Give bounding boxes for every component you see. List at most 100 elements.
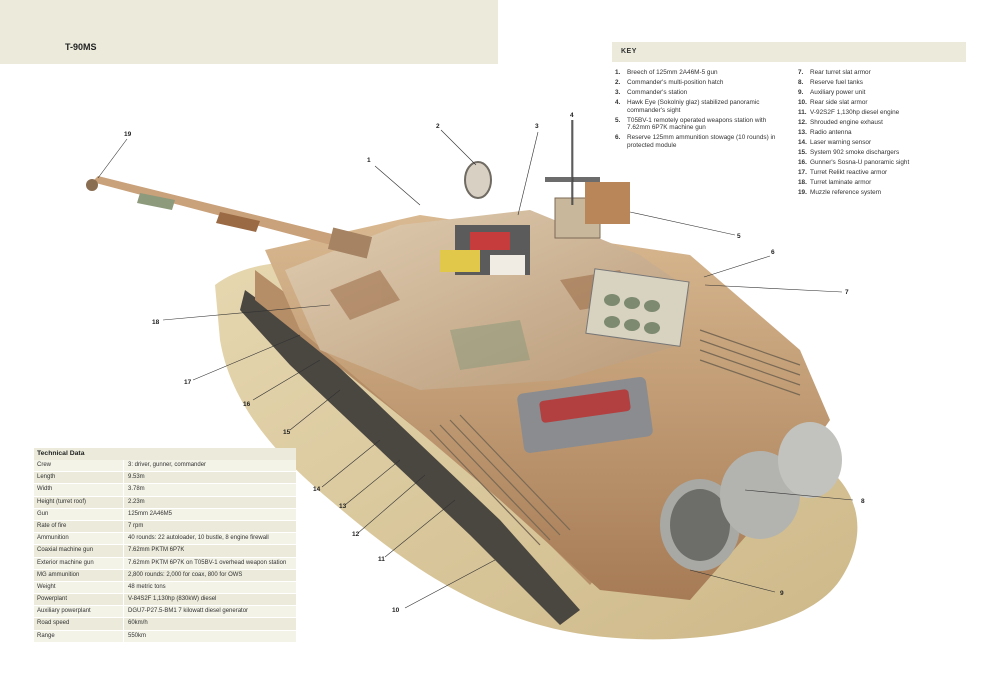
callout-13: 13: [339, 503, 347, 510]
key-item-number: 18.: [798, 178, 807, 186]
key-item-text: Gunner's Sosna-U panoramic sight: [810, 158, 910, 166]
track-left: [240, 290, 580, 625]
table-row: Gun 125mm 2A46M5: [34, 508, 296, 521]
key-item-number: 15.: [798, 148, 807, 156]
row-value: 2,800 rounds: 2,000 for coax, 800 for OW…: [128, 571, 243, 578]
row-value: 3: driver, gunner, commander: [128, 462, 207, 468]
key-item-text: Rear side slat armor: [810, 98, 868, 106]
key-item-text: System 902 smoke dischargers: [810, 148, 900, 156]
key-item-text: Commander's station: [627, 88, 688, 96]
table-row: Rate of fire 7 rpm: [34, 520, 296, 534]
key-item-text: Reserve fuel tanks: [810, 78, 863, 86]
row-label: Road speed: [34, 618, 124, 630]
row-value: 550km: [128, 632, 147, 639]
table-row: Road speed 60km/h: [34, 618, 296, 631]
callout-11: 11: [378, 556, 385, 563]
key-item-number: 19.: [798, 188, 807, 196]
callout-17: 17: [184, 379, 192, 386]
reserve-fuel-tanks: [660, 422, 842, 571]
row-label: MG ammunition: [34, 569, 124, 581]
callout-15: 15: [283, 429, 291, 436]
row-label: Gun: [34, 508, 124, 520]
callout-14: 14: [313, 486, 321, 493]
rear-slat-armor: [429, 329, 801, 546]
key-item: 4.Hawk Eye (Sokolniy glaz) stabilized pa…: [615, 99, 787, 114]
commander-hatch: [464, 161, 492, 199]
key-item-text: V-92S2F 1,130hp diesel engine: [810, 108, 900, 116]
key-item: 14.Laser warning sensor: [798, 139, 963, 147]
row-value: 125mm 2A46M5: [128, 510, 173, 517]
table-row: MG ammunition 2,800 rounds: 2,000 for coa…: [34, 569, 296, 582]
turret: [285, 210, 690, 390]
callout-9: 9: [780, 590, 784, 597]
key-item: 3. Commander's station: [615, 89, 787, 97]
weapon-station: [545, 120, 630, 239]
row-value: DGU7-P27.5-BM1 7 kilowatt diesel generat…: [128, 608, 249, 615]
engine-bay: [517, 377, 653, 453]
row-value: 3.78m: [128, 486, 145, 493]
main-gun: [86, 176, 373, 259]
key-item-text: Reserve 125mm ammunition stowage (10 rou…: [627, 134, 776, 149]
key-item-text: Rear turret slat armor: [810, 69, 871, 76]
row-value: 7.62mm PKTM 6P7K on T05BV-1 overhead wea…: [128, 559, 287, 566]
key-item: 18.Turret laminate armor: [798, 179, 963, 187]
table-row: Range 550km: [34, 630, 296, 643]
key-item: 17.Turret Relikt reactive armor: [798, 169, 963, 177]
row-value: 2.23m: [128, 498, 145, 505]
key-item: 15.System 902 smoke dischargers: [798, 149, 963, 157]
row-label: Rate of fire: [34, 520, 124, 533]
callout-18: 18: [152, 319, 160, 326]
callout-2: 2: [436, 123, 440, 130]
callout-7: 7: [845, 289, 849, 296]
row-label: Width: [34, 484, 124, 496]
key-item-number: 9.: [798, 88, 804, 96]
callout-3: 3: [535, 123, 539, 130]
key-panel: KEY 1.Breech of 125mm 2A46M-5 gun 2.Comm…: [612, 42, 966, 196]
table-row: Crew 3: driver, gunner, commander: [34, 460, 296, 473]
callout-8: 8: [861, 498, 865, 505]
crew-compartment: [440, 225, 530, 275]
callout-6: 6: [771, 249, 775, 256]
key-item-text: Laser warning sensor: [810, 138, 872, 146]
callout-1: 1: [367, 157, 371, 164]
key-item: 13.Radio antenna: [798, 129, 963, 137]
key-item: 10.Rear side slat armor: [798, 99, 963, 107]
row-value: 7.62mm PKTM 6P7K: [128, 547, 185, 554]
row-value: 60km/h: [128, 620, 148, 627]
table-row: Height (turret roof)2.23m: [34, 496, 296, 509]
key-item-number: 3.: [615, 88, 621, 96]
key-item-text: T05BV-1 remotely operated weapons statio…: [627, 116, 767, 132]
row-value: V-84S2F 1,130hp (830kW) diesel: [128, 596, 217, 603]
key-item-number: 12.: [798, 118, 807, 126]
row-label: Crew: [34, 460, 124, 472]
key-item-number: 6.: [615, 134, 621, 142]
callout-4: 4: [570, 112, 574, 119]
callout-5: 5: [737, 233, 741, 240]
row-label: Weight: [34, 581, 124, 594]
callout-lines: [97, 120, 854, 609]
key-item-text: Breech of 125mm 2A46M-5 gun: [627, 69, 718, 76]
key-item-text: Auxiliary power unit: [810, 88, 866, 96]
key-item-number: 1.: [615, 69, 621, 76]
key-item: 1. Breech of 125mm 2A46M-5 gun: [615, 69, 787, 77]
key-item-number: 8.: [798, 78, 804, 86]
row-label: Range: [34, 630, 124, 642]
callout-16: 16: [243, 401, 251, 408]
key-item-text: Turret laminate armor: [810, 178, 872, 186]
key-column-2: 7.Rear turret slat armor 8. Reserve fuel …: [798, 69, 963, 199]
callout-19: 19: [124, 131, 132, 138]
key-item-text: Commander's multi-position hatch: [627, 78, 724, 86]
row-value: 7 rpm: [128, 522, 144, 529]
key-item: 7.Rear turret slat armor: [798, 69, 963, 77]
ammunition-module: [585, 268, 690, 347]
key-item-text: Muzzle reference system: [810, 188, 882, 196]
key-title: KEY: [612, 42, 966, 62]
